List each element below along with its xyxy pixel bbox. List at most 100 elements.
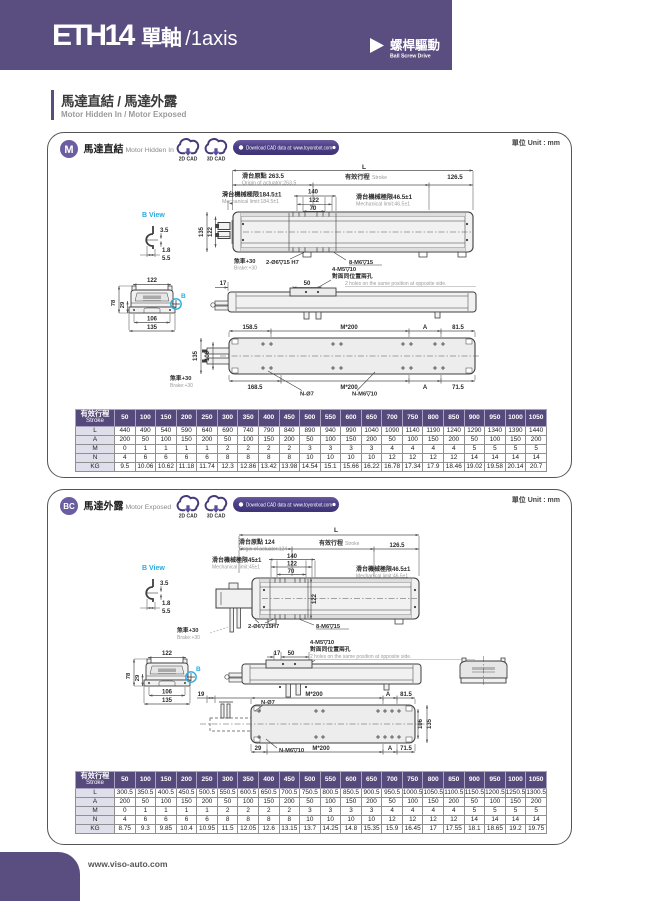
svg-text:Motor Hidden In: Motor Hidden In	[126, 147, 175, 154]
svg-text:2D CAD: 2D CAD	[179, 157, 198, 163]
svg-text:滑台機械極限184.5±1: 滑台機械極限184.5±1	[222, 191, 282, 199]
svg-text:N-M6▽10: N-M6▽10	[352, 392, 377, 398]
svg-text:168.5: 168.5	[247, 385, 263, 391]
svg-text:B: B	[181, 293, 186, 300]
svg-text:135: 135	[193, 350, 199, 361]
svg-text:N-Ø7: N-Ø7	[300, 392, 314, 398]
svg-text:122: 122	[162, 651, 173, 657]
svg-text:81.5: 81.5	[400, 692, 412, 698]
svg-text:1.8: 1.8	[162, 601, 171, 607]
svg-text:馬達外露: 馬達外露	[84, 500, 125, 513]
svg-text:158.5: 158.5	[242, 325, 258, 331]
svg-text:3.5: 3.5	[160, 581, 169, 587]
svg-text:2 holes on the same position a: 2 holes on the same position at opposite…	[310, 654, 411, 660]
svg-text:8-M6▽15: 8-M6▽15	[316, 624, 341, 630]
svg-text:M*200: M*200	[305, 692, 323, 698]
svg-text:2-Ø6▽15 H7: 2-Ø6▽15 H7	[266, 260, 299, 266]
svg-text:50: 50	[304, 281, 311, 287]
svg-text:煞車+30: 煞車+30	[234, 257, 255, 265]
svg-text:Brake:+30: Brake:+30	[177, 635, 200, 641]
svg-text:106: 106	[162, 690, 173, 696]
svg-text:2D CAD: 2D CAD	[179, 514, 198, 520]
svg-text:M*200: M*200	[312, 746, 330, 752]
svg-text:122: 122	[287, 562, 298, 568]
svg-text:L: L	[334, 527, 338, 534]
svg-text:M*200: M*200	[340, 325, 358, 331]
svg-text:126.5: 126.5	[447, 174, 463, 181]
svg-text:N-Ø7: N-Ø7	[261, 700, 275, 706]
svg-text:78: 78	[111, 299, 117, 306]
svg-text:Mechanical limit:46.5±1: Mechanical limit:46.5±1	[356, 201, 410, 207]
svg-text:Brake:+30: Brake:+30	[234, 266, 257, 272]
svg-text:A: A	[386, 692, 391, 698]
svg-text:29: 29	[120, 301, 126, 308]
svg-text:17: 17	[220, 281, 227, 287]
svg-text:B View: B View	[142, 565, 165, 572]
svg-text:135: 135	[199, 226, 205, 237]
svg-text:122: 122	[309, 198, 320, 204]
svg-text:滑台原點 263.5: 滑台原點 263.5	[242, 172, 285, 180]
svg-text:Stroke: Stroke	[345, 541, 360, 547]
svg-text:N-M6▽10: N-M6▽10	[279, 748, 304, 754]
svg-text:135: 135	[147, 325, 158, 331]
svg-text:Download CAD data at: www.toyo: Download CAD data at: www.toyorobot.com	[246, 503, 332, 509]
svg-text:70: 70	[310, 206, 317, 212]
svg-text:122: 122	[147, 278, 158, 284]
svg-text:106: 106	[147, 317, 158, 323]
svg-text:馬達直結: 馬達直結	[84, 143, 124, 156]
svg-text:滑台機械極限46.5±1: 滑台機械極限46.5±1	[356, 193, 413, 201]
svg-text:3.5: 3.5	[160, 228, 169, 234]
svg-text:140: 140	[308, 190, 319, 196]
svg-text:8-M6▽15: 8-M6▽15	[349, 260, 374, 266]
svg-text:78: 78	[126, 672, 132, 679]
svg-text:81.5: 81.5	[452, 325, 464, 331]
svg-text:煞車+30: 煞車+30	[170, 374, 191, 382]
svg-text:4-M5▽10: 4-M5▽10	[332, 267, 356, 273]
svg-text:滑台原點 124: 滑台原點 124	[239, 538, 275, 546]
svg-text:滑台機械極限45±1: 滑台機械極限45±1	[212, 556, 262, 564]
svg-text:140: 140	[287, 554, 298, 560]
svg-text:Stroke: Stroke	[372, 175, 387, 181]
svg-text:A: A	[423, 385, 428, 391]
svg-text:Origin of actuator:263.5: Origin of actuator:263.5	[242, 180, 296, 186]
svg-text:Motor Exposed: Motor Exposed	[126, 504, 172, 511]
svg-text:135: 135	[427, 718, 433, 729]
svg-text:70: 70	[288, 569, 295, 575]
svg-text:Mechanical limit:184.5±1: Mechanical limit:184.5±1	[222, 199, 279, 205]
svg-text:Mechanical limit:46.5±1: Mechanical limit:46.5±1	[356, 574, 408, 580]
svg-text:4-M5▽10: 4-M5▽10	[310, 640, 334, 646]
svg-text:50: 50	[288, 651, 295, 657]
svg-text:71.5: 71.5	[400, 746, 412, 752]
svg-text:122: 122	[208, 226, 214, 237]
svg-text:有效行程: 有效行程	[345, 173, 371, 181]
svg-text:煞車+30: 煞車+30	[177, 626, 198, 634]
svg-text:B: B	[196, 666, 201, 673]
svg-text:M*200: M*200	[340, 385, 358, 391]
svg-text:29: 29	[135, 674, 141, 681]
svg-text:對面同位置兩孔: 對面同位置兩孔	[310, 645, 351, 653]
svg-text:106: 106	[418, 718, 424, 729]
svg-text:Ball Screw Drive: Ball Screw Drive	[390, 54, 431, 60]
svg-text:Origin of actuator:124: Origin of actuator:124	[239, 547, 287, 553]
svg-text:有效行程: 有效行程	[319, 539, 343, 547]
svg-text:A: A	[423, 325, 428, 331]
svg-text:71.5: 71.5	[452, 385, 464, 391]
svg-text:106: 106	[205, 350, 211, 361]
svg-text:135: 135	[162, 698, 173, 704]
svg-text:29: 29	[255, 746, 262, 752]
svg-text:單位 Unit : mm: 單位 Unit : mm	[512, 138, 560, 147]
svg-text:5.5: 5.5	[162, 609, 171, 615]
svg-text:滑台機械極限46.5±1: 滑台機械極限46.5±1	[356, 565, 411, 573]
svg-text:126.5: 126.5	[389, 543, 405, 549]
svg-text:BC: BC	[63, 502, 75, 511]
svg-text:2-Ø6▽15H7: 2-Ø6▽15H7	[248, 624, 279, 630]
svg-text:Mechanical limit:45±1: Mechanical limit:45±1	[212, 565, 260, 571]
svg-text:L: L	[362, 164, 366, 171]
svg-text:3D CAD: 3D CAD	[207, 157, 226, 163]
svg-text:2 holes on the same position a: 2 holes on the same position at opposite…	[345, 281, 446, 287]
svg-text:M: M	[64, 144, 73, 156]
svg-text:對面同位置兩孔: 對面同位置兩孔	[332, 272, 373, 280]
svg-text:19: 19	[198, 692, 205, 698]
svg-text:5.5: 5.5	[162, 256, 171, 262]
svg-text:17: 17	[274, 651, 281, 657]
